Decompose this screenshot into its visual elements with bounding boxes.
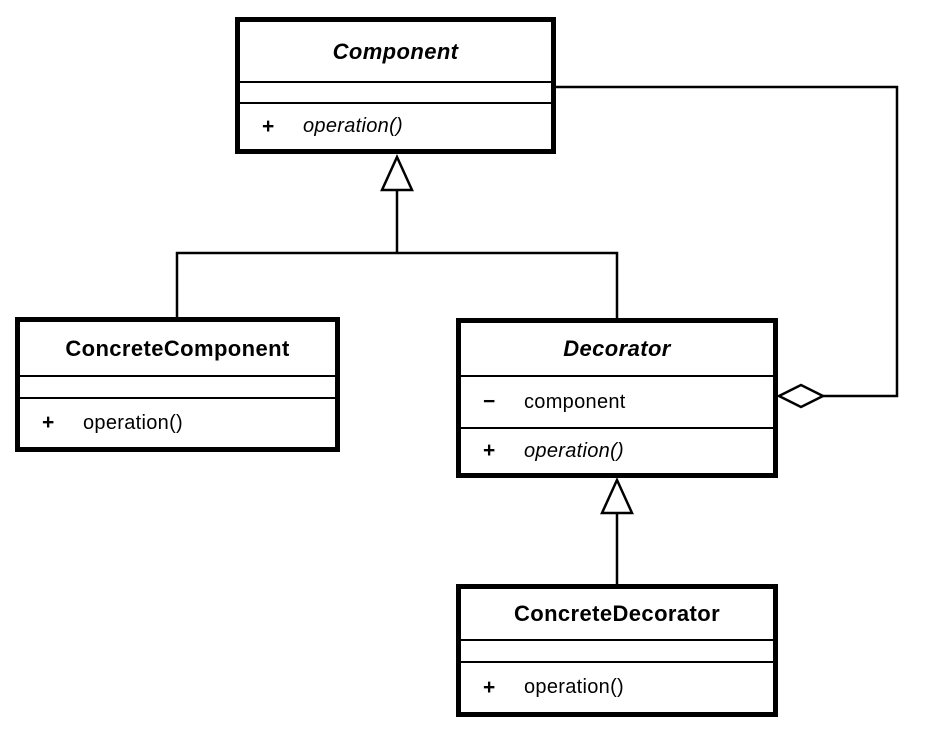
class-concrete-component-attributes-section: [20, 377, 335, 399]
method-row: + operation(): [461, 663, 773, 712]
generalization-triangle-icon: [380, 153, 414, 192]
method-name: operation(): [83, 411, 184, 434]
method-name: operation(): [303, 115, 404, 137]
class-concrete-component-title: ConcreteComponent: [20, 322, 335, 377]
aggregation-diamond-icon: [776, 383, 826, 409]
method-row: + operation(): [20, 399, 335, 447]
attribute-name: component: [524, 390, 626, 413]
visibility-symbol: +: [42, 411, 55, 434]
method-name: operation(): [524, 439, 625, 462]
class-component-attributes-section: [240, 83, 551, 104]
class-decorator-methods-section: + operation(): [461, 429, 773, 473]
attribute-row: − component: [461, 377, 773, 427]
class-concrete-decorator: ConcreteDecorator + operation(): [456, 584, 778, 717]
generalization-branch-line: [175, 251, 619, 318]
class-component-methods-section: + operation(): [240, 104, 551, 149]
class-component-title: Component: [240, 22, 551, 83]
method-name: operation(): [524, 676, 625, 698]
visibility-symbol: +: [483, 675, 496, 699]
visibility-symbol: +: [483, 439, 496, 462]
class-concrete-decorator-methods-section: + operation(): [461, 663, 773, 712]
class-decorator-attributes-section: − component: [461, 377, 773, 429]
class-decorator: Decorator − component + operation(): [456, 318, 778, 478]
visibility-symbol: +: [262, 114, 275, 138]
class-concrete-component: ConcreteComponent + operation(): [15, 317, 340, 452]
generalization-triangle-icon: [600, 476, 634, 515]
class-concrete-component-methods-section: + operation(): [20, 399, 335, 447]
class-component: Component + operation(): [235, 17, 556, 154]
method-row: + operation(): [240, 104, 551, 149]
visibility-symbol: −: [483, 390, 496, 413]
class-concrete-decorator-title: ConcreteDecorator: [461, 589, 773, 641]
class-concrete-decorator-attributes-section: [461, 641, 773, 663]
method-row: + operation(): [461, 429, 773, 473]
class-decorator-title: Decorator: [461, 323, 773, 377]
